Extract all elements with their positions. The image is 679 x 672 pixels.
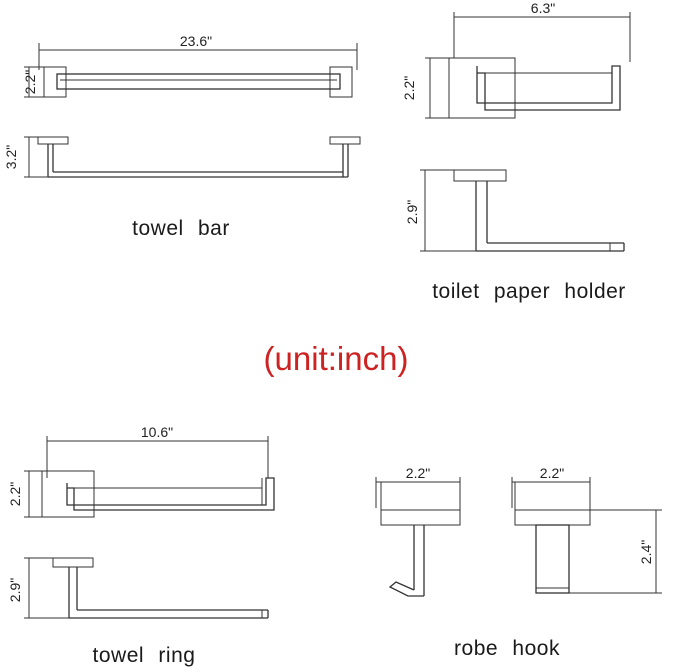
robe-hook-group: 2.2" 2.2" 2.4" robe hook [375,465,662,660]
towel-bar-front-view [24,43,358,98]
towel-bar-depth-label: 3.2" [3,145,19,169]
toilet-paper-holder-height-label: 2.2" [401,76,417,100]
towel-ring-group: 10.6" 2.2" 2.9" towel ring [7,424,275,667]
towel-ring-front-view [24,436,275,518]
unit-note: (unit:inch) [264,340,409,377]
toilet-paper-holder-caption: toilet paper holder [432,280,626,303]
robe-hook-caption: robe hook [454,637,560,660]
towel-ring-height-label: 2.2" [7,482,23,506]
towel-ring-depth-label: 2.9" [7,578,23,602]
robe-hook-width-label-left: 2.2" [406,465,430,481]
toilet-paper-holder-depth-label: 2.9" [404,200,420,224]
towel-ring-caption: towel ring [93,644,196,667]
towel-bar-side-view [24,136,361,178]
toilet-paper-holder-side-view [420,169,625,252]
robe-hook-width-label-right: 2.2" [540,465,564,481]
robe-hook-side-view [375,477,461,597]
towel-bar-group: 23.6" 2.2" 3.2" towel bar [3,33,361,240]
towel-ring-width-label: 10.6" [141,424,173,440]
toilet-paper-holder-width-label: 6.3" [531,0,555,16]
toilet-paper-holder-group: 6.3" 2.2" 2.9" toilet paper holder [401,0,631,303]
towel-ring-side-view [24,557,269,619]
towel-bar-width-label: 23.6" [180,33,212,49]
toilet-paper-holder-front-view [425,12,631,119]
towel-bar-height-label: 2.2" [22,70,38,94]
towel-bar-caption: towel bar [132,217,230,240]
robe-hook-depth-label: 2.4" [638,540,654,564]
robe-hook-front-view [511,477,662,594]
